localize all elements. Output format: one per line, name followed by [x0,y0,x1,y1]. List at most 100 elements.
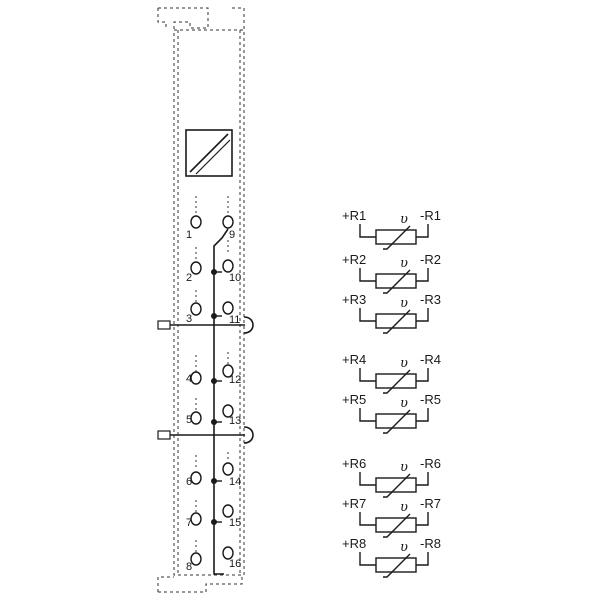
terminal-left-1: 1 [186,215,202,241]
terminal-left-7: 7 [186,512,202,529]
rtd-minus-label: -R7 [420,496,441,511]
thermistor-slash-icon [383,553,411,578]
terminal-clamp-icon [190,471,202,485]
terminal-number: 13 [229,415,241,427]
temperature-symbol: υ [400,296,408,311]
temperature-symbol: υ [400,540,408,555]
temperature-symbol: υ [400,212,408,227]
rtd-minus-label: -R4 [420,352,441,367]
terminal-clamp-icon [190,302,202,316]
terminal-clamp-icon [222,504,234,518]
terminal-clamp-icon [190,512,202,526]
resistor-icon [375,557,417,573]
terminal-right-3: 11 [222,301,240,326]
rtd-channel-1: +R1 -R1 υ [342,208,441,250]
resistor-icon [375,229,417,245]
terminal-right-4: 12 [222,364,241,386]
temperature-symbol: υ [400,356,408,371]
rtd-plus-label: +R6 [342,456,366,471]
terminal-right-1: 9 [222,215,235,241]
rtd-channel-6: +R6 -R6 υ [342,456,441,498]
terminal-clamp-icon [222,259,234,273]
resistor-icon [375,477,417,493]
rtd-plus-label: +R4 [342,352,366,367]
terminal-clamp-icon [222,301,234,315]
rtd-channel-5: +R5-R5υ [342,392,441,434]
terminal-number: 7 [186,517,192,529]
terminal-clamp-icon [222,364,234,378]
rtd-minus-label: -R1 [420,208,441,223]
thermistor-slash-icon [383,269,411,294]
rtd-leads [359,268,429,282]
converter-symbol [185,129,233,177]
terminal-number: 10 [229,272,241,284]
rtd-plus-label: +R3 [342,292,366,307]
terminal-clamp-icon [190,215,202,229]
shield-tab-upper [157,320,171,330]
rtd-channel-4: +R4 -R4 υ [342,352,441,394]
terminal-clamp-icon [190,411,202,425]
terminal-number: 2 [186,272,192,284]
rtd-leads [359,408,429,422]
terminal-clamp-icon [222,546,234,560]
terminal-right-5: 13 [222,404,241,427]
temperature-symbol: υ [400,256,408,271]
terminal-number: 1 [186,229,192,241]
rtd-plus-label: +R7 [342,496,366,511]
bus-wiring [170,228,254,575]
resistor-icon [375,373,417,389]
thermistor-slash-icon [383,309,411,334]
rtd-minus-label: -R3 [420,292,441,307]
rtd-sensor-column: +R1-R1υ+R2-R2υ+R3-R3υ+R4-R4υ+R5-R5υ+R6-R… [342,208,441,578]
rtd-plus-label: +R8 [342,536,366,551]
terminal-clamp-icon [222,462,234,476]
rtd-plus-label: +R1 [342,208,366,223]
terminal-number: 11 [229,314,240,326]
thermistor-slash-icon [383,473,411,498]
rtd-plus-label: +R2 [342,252,366,267]
rtd-minus-label: -R5 [420,392,441,407]
terminal-right-8: 16 [222,546,241,570]
temperature-symbol: υ [400,460,408,475]
terminal-number: 4 [186,373,192,385]
terminal-left-6: 6 [186,471,202,488]
terminal-clamp-icon [190,552,202,566]
thermistor-slash-icon [383,369,411,394]
temperature-symbol: υ [400,500,408,515]
terminal-right-2: 10 [222,259,241,284]
resistor-icon [375,413,417,429]
rtd-leads [359,308,429,322]
terminal-right-7: 15 [222,504,241,529]
terminal-leads [195,196,229,556]
rtd-minus-label: -R8 [420,536,441,551]
rtd-channel-8: +R8 -R8 υ [342,536,441,578]
thermistor-slash-icon [383,513,411,538]
temperature-symbol: υ [400,396,408,411]
rtd-leads [359,224,429,238]
terminal-left-3: 3 [186,302,202,325]
rtd-leads [359,368,429,382]
resistor-icon [375,313,417,329]
rtd-channel-3: +R3 -R3 υ [342,292,441,334]
rtd-leads [359,512,429,526]
terminal-clamp-icon [190,371,202,385]
rtd-minus-label: -R2 [420,252,441,267]
module-housing [157,7,245,593]
terminal-number: 6 [186,476,192,488]
rtd-channel-7: +R7 -R7 υ [342,496,441,538]
terminal-number: 3 [186,313,192,325]
terminal-left-8: 8 [186,552,202,573]
terminal-number: 16 [229,558,241,570]
rtd-channel-2: +R2 -R2 υ [342,252,441,294]
resistor-icon [375,517,417,533]
rtd-minus-label: -R6 [420,456,441,471]
shield-tab-lower [157,430,171,440]
terminal-clamp-icon [222,215,234,229]
terminal-left-5: 5 [186,411,202,426]
terminal-number: 5 [186,414,192,426]
resistor-icon [375,273,417,289]
rtd-leads [359,552,429,566]
